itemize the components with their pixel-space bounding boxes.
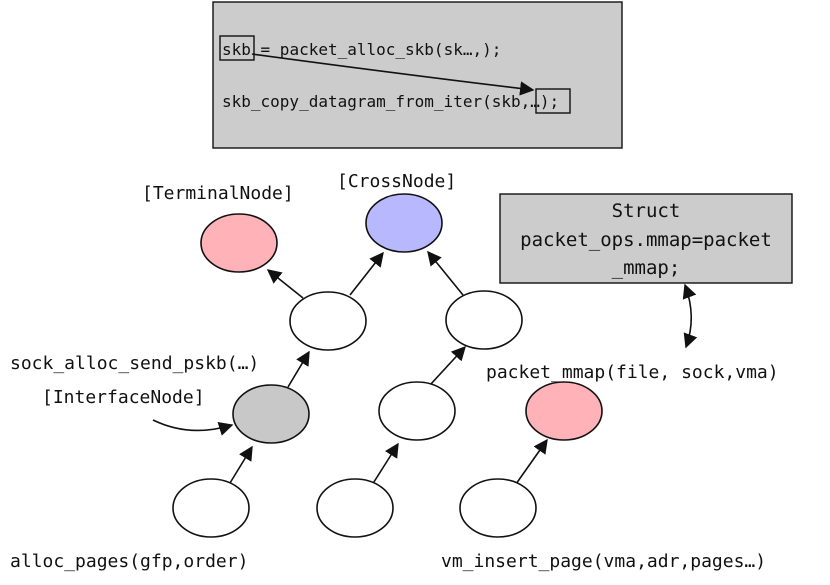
upper-right-node bbox=[445, 290, 523, 350]
edge-upper-to-terminal bbox=[266, 269, 304, 299]
struct-line-2: packet_ops.mmap=packet bbox=[520, 229, 772, 251]
skb-dataflow-arrow bbox=[251, 53, 535, 96]
bottom-middle-node bbox=[316, 478, 394, 538]
alloc-pages-label: alloc_pages(gfp,order) bbox=[10, 551, 248, 572]
graph-nodes bbox=[172, 193, 603, 538]
terminal-node-label: [TerminalNode] bbox=[142, 183, 294, 204]
alloc-pages-node bbox=[172, 478, 250, 538]
code-line-1-rest: = packet_alloc_skb(sk…,); bbox=[251, 40, 501, 59]
cross-node bbox=[365, 193, 443, 253]
struct-line-3: _mmap; bbox=[612, 257, 681, 279]
edge-vm-insert-to-mmap bbox=[515, 438, 548, 485]
edge-middle-to-right bbox=[429, 345, 466, 386]
vm-insert-page-node bbox=[459, 478, 537, 538]
cross-node-label: [CrossNode] bbox=[337, 171, 456, 192]
svg-text:skb = packet_alloc_skb(sk…,);: skb = packet_alloc_skb(sk…,); bbox=[222, 40, 501, 59]
skb-highlight-source bbox=[219, 35, 255, 61]
edge-right-to-cross bbox=[427, 250, 464, 296]
interface-node bbox=[232, 384, 310, 444]
interface-label-pointer bbox=[152, 419, 234, 436]
terminal-node bbox=[200, 213, 278, 273]
skb-highlight-target bbox=[535, 88, 571, 114]
code-snippet-box: skb = packet_alloc_skb(sk…,); skb_copy_d… bbox=[212, 1, 623, 149]
code-line-2-prefix: skb_copy_datagram_from_iter( bbox=[222, 92, 492, 111]
graph-edges bbox=[152, 250, 698, 486]
sock-alloc-label: sock_alloc_send_pskb(…) bbox=[10, 353, 259, 374]
skb-target-variable: skb bbox=[492, 92, 521, 111]
vm-insert-page-label: vm_insert_page(vma,adr,pages…) bbox=[441, 551, 766, 572]
upper-left-node bbox=[289, 291, 367, 351]
skb-source-variable: skb bbox=[222, 40, 251, 59]
edge-upper-to-cross bbox=[349, 251, 384, 296]
edge-interface-to-sock bbox=[229, 445, 253, 484]
middle-node bbox=[378, 381, 456, 441]
edge-bottom-to-middle bbox=[371, 442, 399, 486]
struct-box-background bbox=[499, 193, 793, 284]
svg-text:skb_copy_datagram_from_iter(sk: skb_copy_datagram_from_iter(skb,…); bbox=[222, 92, 559, 111]
packet-mmap-node bbox=[525, 381, 603, 441]
interface-node-label: [InterfaceNode] bbox=[42, 387, 205, 408]
packet-mmap-label: packet_mmap(file, sock,vma) bbox=[486, 362, 779, 383]
struct-line-1: Struct bbox=[612, 200, 681, 222]
code-line-2-suffix: ,…); bbox=[521, 92, 560, 111]
struct-box: Struct packet_ops.mmap=packet _mmap; bbox=[499, 193, 793, 284]
edge-mmap-to-struct bbox=[682, 283, 698, 349]
edge-interface-to-upper bbox=[287, 350, 310, 388]
